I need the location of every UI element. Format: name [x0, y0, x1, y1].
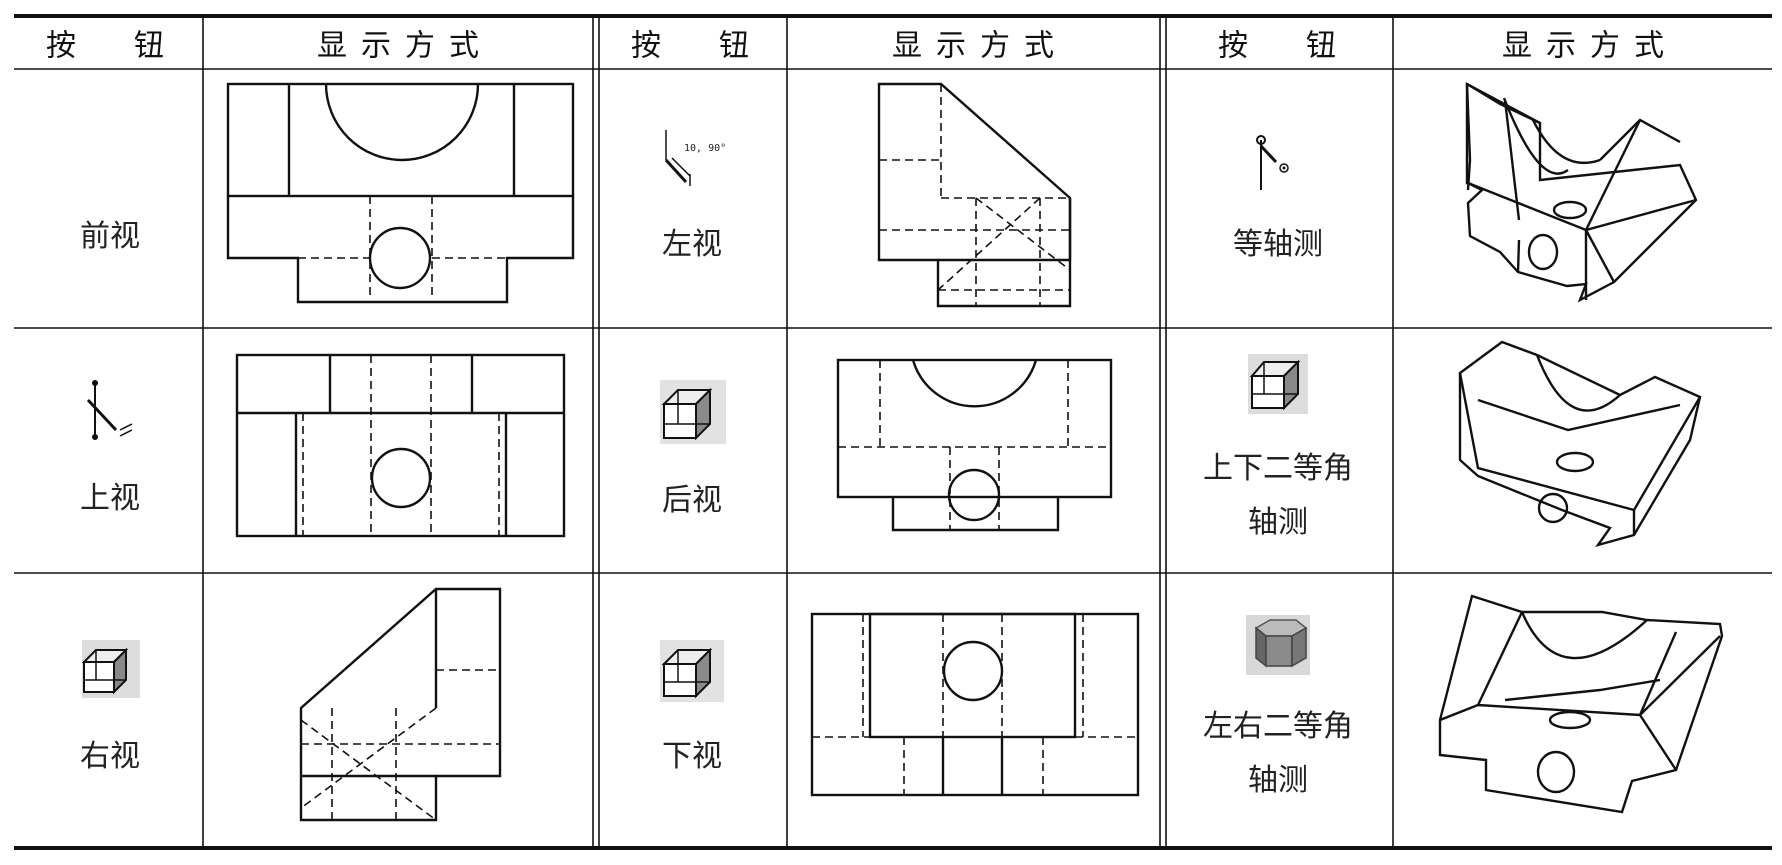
isometric-drawing: [1465, 81, 1698, 303]
back-view-button-icon[interactable]: [660, 380, 726, 444]
dimetric-lr-label-2: 轴测: [1248, 763, 1308, 798]
front-view-drawing: [226, 82, 575, 304]
dimetric-lr-button-icon[interactable]: [1246, 615, 1310, 675]
top-view-label: 上视: [80, 481, 140, 516]
left-view-drawing: [877, 82, 1072, 308]
right-view-drawing: [299, 587, 502, 822]
left-view-button-icon[interactable]: 10, 90°: [664, 130, 726, 186]
header-display: 显示方式: [892, 29, 1068, 64]
header-display: 显示方式: [317, 29, 493, 64]
back-view-drawing: [836, 358, 1113, 532]
bottom-view-label: 下视: [662, 739, 722, 774]
left-view-label: 左视: [662, 227, 722, 262]
header-button: 按 钮: [46, 29, 178, 64]
isometric-button-icon[interactable]: [1256, 135, 1289, 190]
bottom-view-button-icon[interactable]: [660, 640, 724, 702]
bottom-view-drawing: [810, 612, 1140, 797]
front-view-label: 前视: [80, 219, 140, 254]
right-view-label: 右视: [80, 739, 140, 774]
header-button: 按 钮: [631, 29, 763, 64]
header-button: 按 钮: [1218, 29, 1350, 64]
isometric-label: 等轴测: [1233, 227, 1323, 262]
dimetric-tb-label-2: 轴测: [1248, 505, 1308, 540]
dimetric-tb-button-icon[interactable]: [1248, 354, 1308, 414]
left-view-readout: 10, 90°: [684, 143, 726, 154]
dimetric-lr-drawing: [1438, 594, 1724, 814]
dimetric-lr-label: 左右二等角: [1203, 709, 1353, 744]
dimetric-tb-label: 上下二等角: [1203, 451, 1353, 486]
header-display: 显示方式: [1502, 29, 1678, 64]
dimetric-tb-drawing: [1458, 340, 1702, 548]
top-view-drawing: [235, 353, 566, 538]
top-view-button-icon[interactable]: [86, 380, 133, 440]
right-view-button-icon[interactable]: [81, 640, 140, 698]
back-view-label: 后视: [662, 483, 722, 518]
